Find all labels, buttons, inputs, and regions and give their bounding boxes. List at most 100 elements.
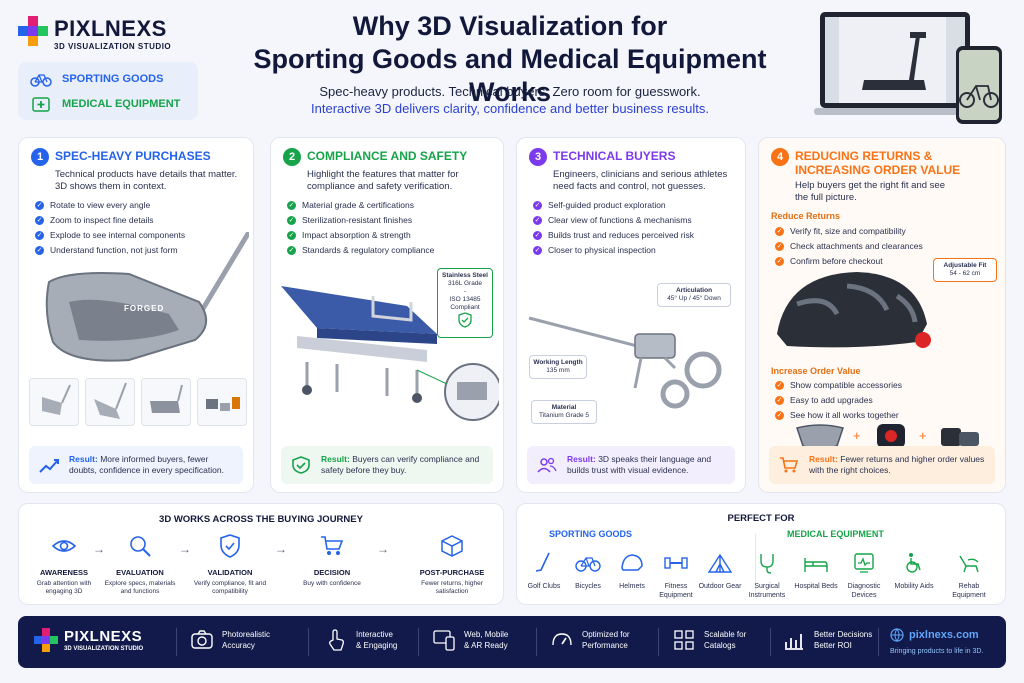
accessory-row: + + xyxy=(793,418,989,454)
touch-icon xyxy=(329,629,344,651)
website-url[interactable]: pixlnexs.com xyxy=(909,629,979,641)
list-item: ✓Impact absorption & strength xyxy=(287,230,411,240)
grid-icon xyxy=(674,630,694,650)
journey-step-awareness: AWARENESS Grab attention with engaging 3… xyxy=(23,534,105,596)
card-title: TECHNICAL BUYERS xyxy=(553,149,676,163)
perfect-for-hospital-beds[interactable]: Hospital Beds xyxy=(791,552,841,591)
card-bullets: ✓Material grade & certifications ✓Steril… xyxy=(287,198,434,258)
check-icon: ✓ xyxy=(35,201,44,210)
perfect-for-diagnostic-devices[interactable]: Diagnostic Devices xyxy=(839,552,889,600)
footer-website[interactable]: pixlnexs.com Bringing products to life i… xyxy=(890,628,1000,655)
list-item: ✓Zoom to inspect fine details xyxy=(35,215,154,225)
perfect-for-helmets[interactable]: Helmets xyxy=(607,552,657,591)
footer-brand-name: PIXLNEXS xyxy=(64,628,143,645)
camera-icon xyxy=(191,630,213,649)
result-text: More informed buyers, fewer doubts, conf… xyxy=(69,454,224,475)
surgical-instrument-illustration[interactable] xyxy=(525,298,741,418)
bed-icon xyxy=(804,558,828,572)
step-name: VALIDATION xyxy=(207,568,253,577)
helmet-illustration[interactable] xyxy=(767,264,937,364)
card-returns-order-value: 4 REDUCING RETURNS & INCREASING ORDER VA… xyxy=(758,137,1006,493)
perfect-for-fitness-equipment[interactable]: Fitness Equipment xyxy=(651,552,701,600)
list-item: ✓Closer to physical inspection xyxy=(533,245,656,255)
category-sporting-label: SPORTING GOODS xyxy=(62,73,164,85)
bar-chart-icon xyxy=(785,634,803,650)
card-description: Technical products have details that mat… xyxy=(55,169,238,192)
arrow-icon: → xyxy=(93,542,105,556)
list-item: ✓Explode to see internal components xyxy=(35,230,186,240)
card-bullets: ✓Rotate to view every angle ✓Zoom to ins… xyxy=(35,198,185,258)
journey-step-post-purchase: POST-PURCHASE Fewer returns, higher sati… xyxy=(407,534,497,596)
journey-step-evaluation: EVALUATION Explore specs, materials and … xyxy=(99,534,181,596)
globe-icon xyxy=(890,628,904,642)
increase-order-label: Increase Order Value xyxy=(771,366,861,376)
package-icon xyxy=(441,535,463,557)
list-item: ✓Confirm before checkout xyxy=(775,256,883,266)
perfect-for-mobility-aids[interactable]: Mobility Aids xyxy=(889,552,939,591)
arrow-icon: → xyxy=(275,542,287,556)
check-icon: ✓ xyxy=(35,216,44,225)
step-name: AWARENESS xyxy=(40,568,88,577)
brand-tagline: 3D VISUALIZATION STUDIO xyxy=(54,42,172,51)
rear-light-accessory-icon[interactable] xyxy=(871,420,911,452)
perfect-for-bicycles[interactable]: Bicycles xyxy=(563,552,613,591)
pixlnexs-logo-icon xyxy=(34,628,58,652)
page-title-line2: Sporting Goods and Medical Equipment Wor… xyxy=(253,44,767,107)
hospital-bed-illustration[interactable] xyxy=(277,266,499,436)
check-icon: ✓ xyxy=(775,411,784,420)
plus-sign: + xyxy=(919,428,927,443)
perfect-for-outdoor-gear[interactable]: Outdoor Gear xyxy=(695,552,745,591)
perfect-for-golf-clubs[interactable]: Golf Clubs xyxy=(519,552,569,591)
thumbnail[interactable] xyxy=(141,378,191,426)
thumbnail[interactable] xyxy=(29,378,79,426)
shield-check-icon xyxy=(458,312,472,328)
perfect-for-panel: PERFECT FOR SPORTING GOODS MEDICAL EQUIP… xyxy=(516,503,1006,605)
result-box: Result: More informed buyers, fewer doub… xyxy=(29,446,243,484)
card-title: SPEC-HEAVY PURCHASES xyxy=(55,149,211,163)
step-description: Explore specs, materials and functions xyxy=(104,580,176,595)
check-icon: ✓ xyxy=(35,231,44,240)
website-tagline: Bringing products to life in 3D. xyxy=(890,648,984,655)
list-item: ✓Show compatible accessories xyxy=(775,380,902,390)
brand-logo: PIXLNEXS 3D VISUALIZATION STUDIO xyxy=(18,14,198,54)
category-medical[interactable]: MEDICAL EQUIPMENT xyxy=(30,96,180,112)
footer-bar: PIXLNEXS 3D VISUALIZATION STUDIO Photore… xyxy=(18,616,1006,668)
golf-club-icon xyxy=(535,552,550,572)
divider xyxy=(418,628,419,656)
card-number: 2 xyxy=(283,148,301,166)
thumbnail[interactable] xyxy=(197,378,247,426)
check-icon: ✓ xyxy=(287,201,296,210)
card-description: Engineers, clinicians and serious athlet… xyxy=(553,169,728,192)
thumbnail-strip xyxy=(29,378,247,426)
footer-logo: PIXLNEXS 3D VISUALIZATION STUDIO xyxy=(34,626,184,658)
item-label: Helmets xyxy=(619,583,645,590)
category-sporting[interactable]: SPORTING GOODS xyxy=(30,71,163,87)
mount-accessory-icon[interactable] xyxy=(937,420,985,452)
bicycle-icon xyxy=(575,557,601,572)
page-subtitle-highlight: Interactive 3D delivers clarity, confide… xyxy=(311,101,709,116)
dumbbell-icon xyxy=(664,557,688,569)
speedometer-icon xyxy=(552,633,572,646)
list-item: ✓Understand function, not just form xyxy=(35,245,178,255)
sporting-goods-label: SPORTING GOODS xyxy=(549,529,633,539)
perfect-for-surgical-instruments[interactable]: Surgical Instruments xyxy=(743,552,791,600)
footer-brand-tagline: 3D VISUALIZATION STUDIO xyxy=(64,646,144,652)
list-item: ✓Check attachments and clearances xyxy=(775,241,923,251)
reduce-returns-list: ✓Verify fit, size and compatibility ✓Che… xyxy=(775,224,923,269)
growth-chart-icon xyxy=(39,459,59,473)
arrow-icon: → xyxy=(179,542,191,556)
result-text: Buyers can verify compliance and safety … xyxy=(321,454,480,475)
list-item: ✓See how it all works together xyxy=(775,410,899,420)
category-box: SPORTING GOODS MEDICAL EQUIPMENT xyxy=(18,62,198,120)
golf-iron-illustration[interactable] xyxy=(39,232,249,367)
step-name: EVALUATION xyxy=(116,568,164,577)
thumbnail[interactable] xyxy=(85,378,135,426)
journey-step-validation: VALIDATION Verify compliance, fit and co… xyxy=(189,534,271,596)
perfect-for-rehab-equipment[interactable]: Rehab Equipment xyxy=(941,552,997,600)
check-icon: ✓ xyxy=(533,216,542,225)
stethoscope-icon xyxy=(760,554,774,574)
